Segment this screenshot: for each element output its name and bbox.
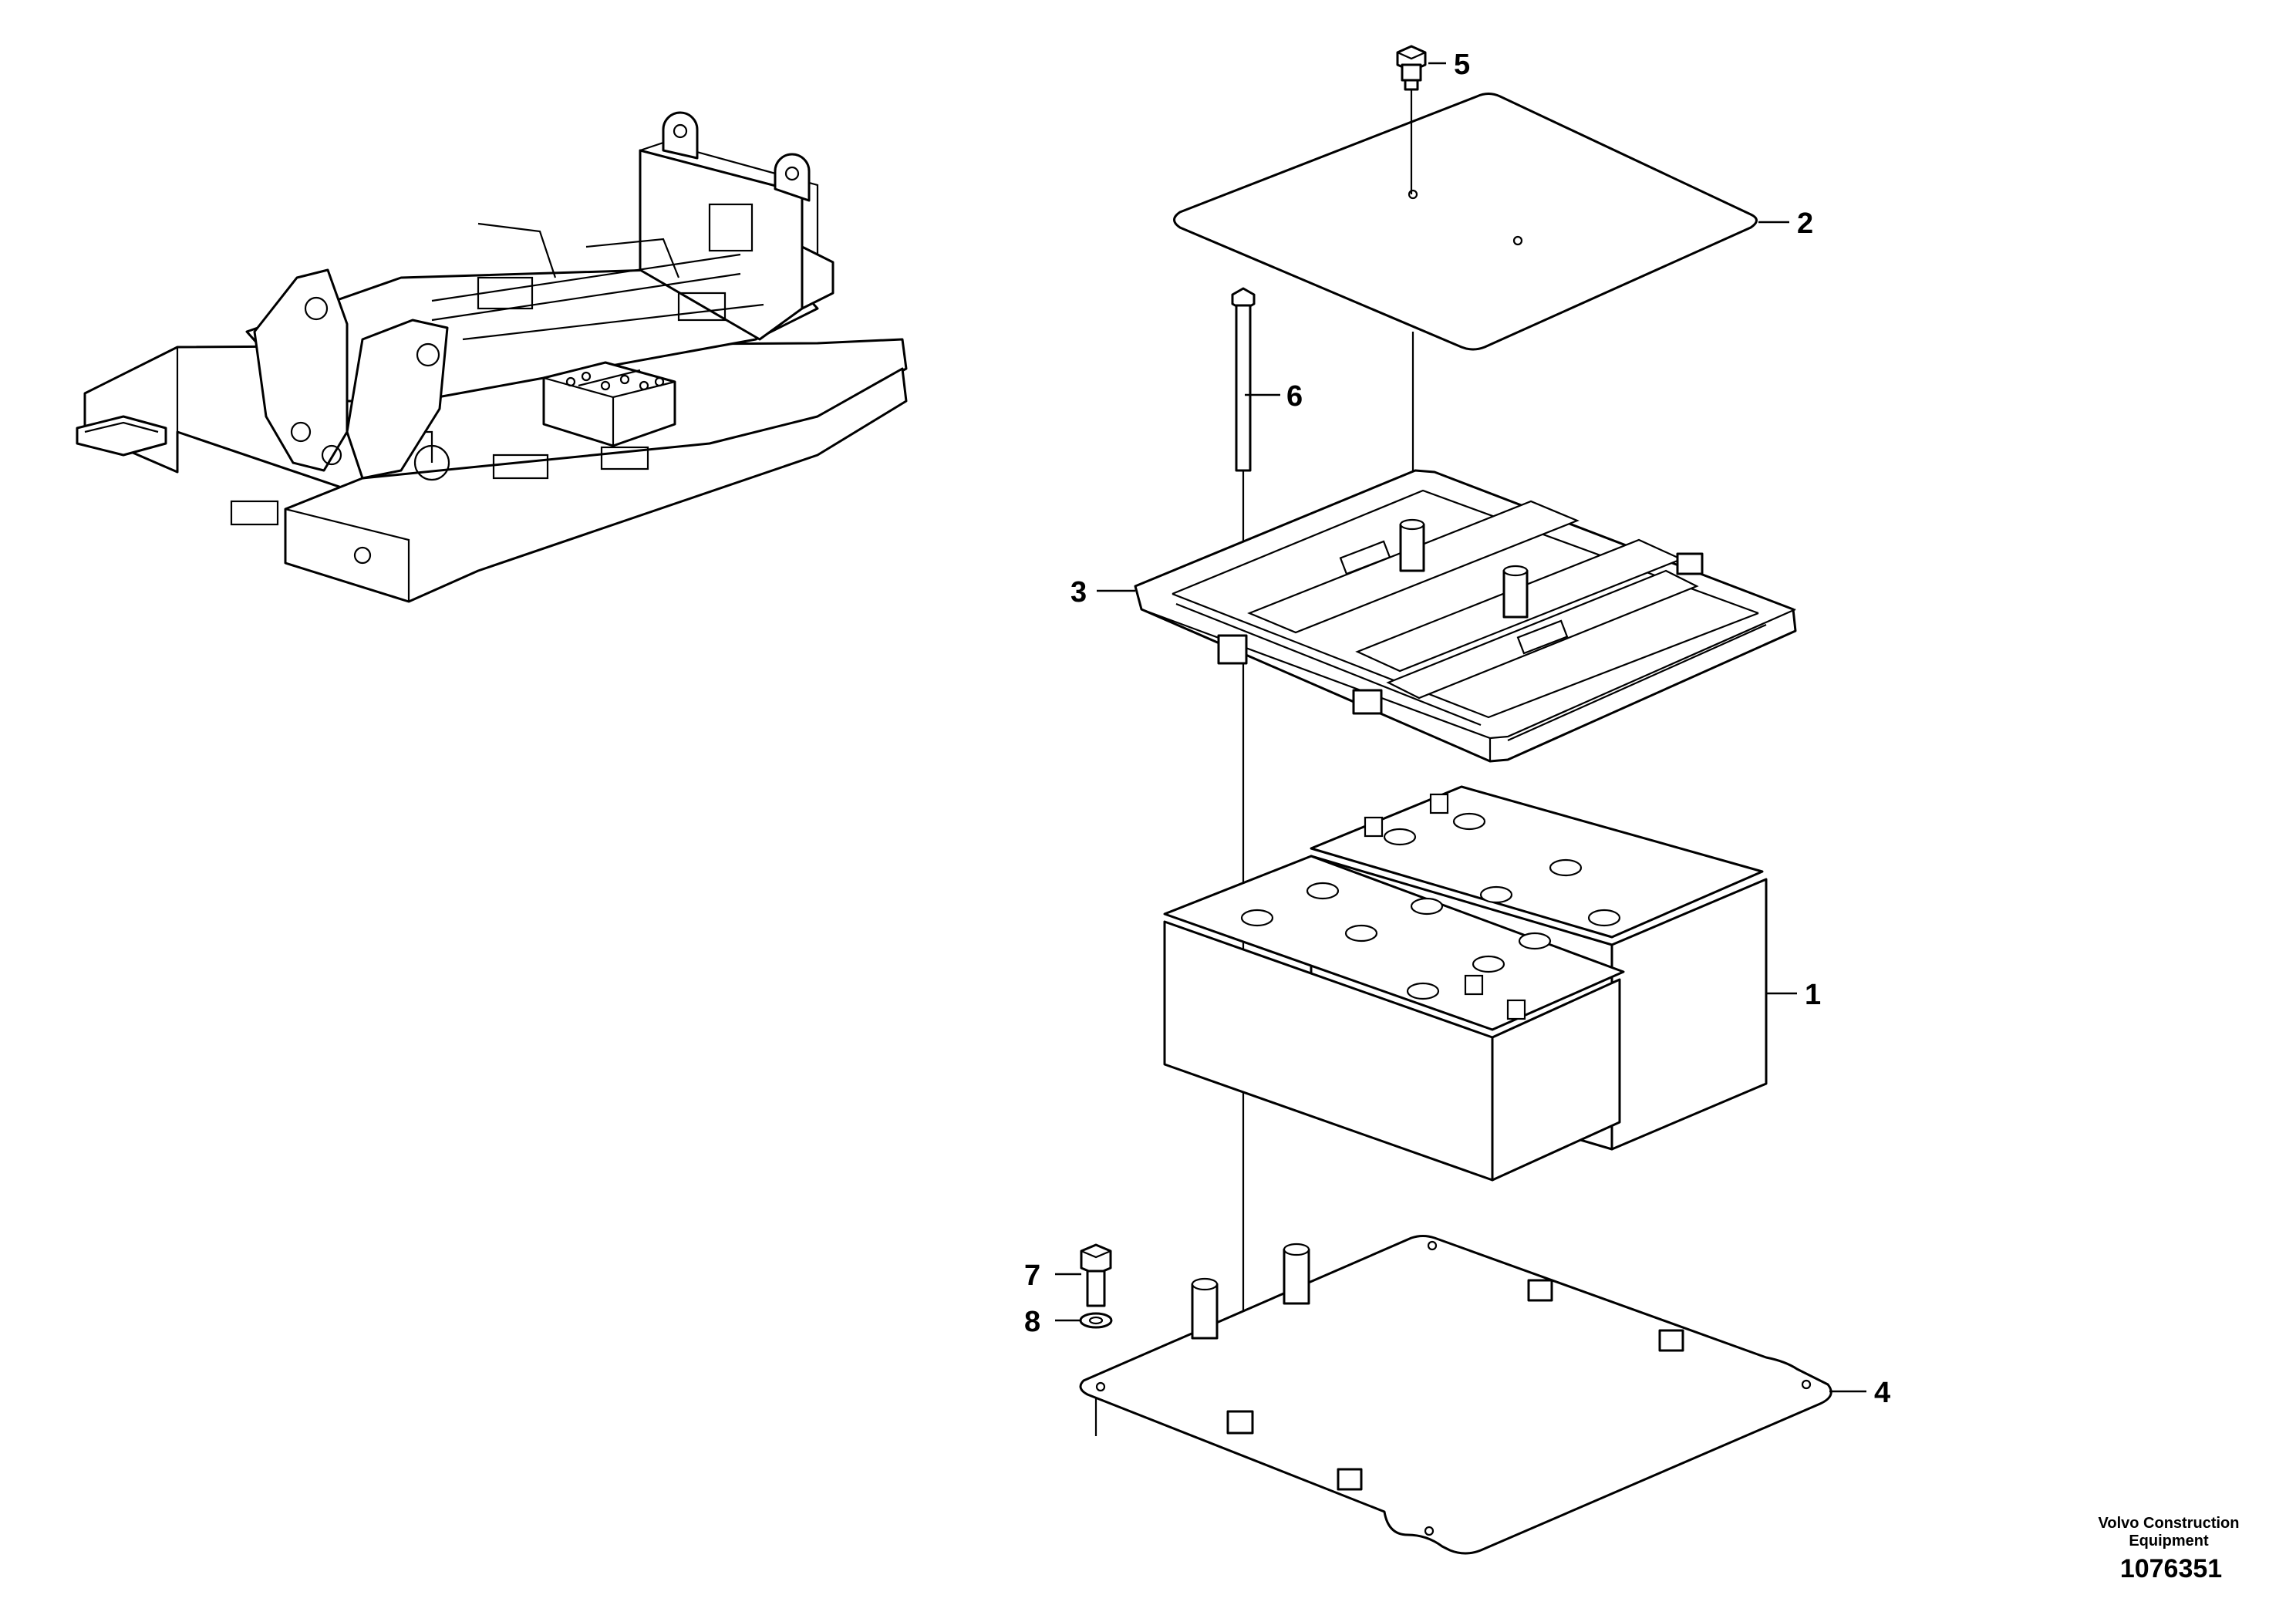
callout-8: 8 [1024, 1306, 1040, 1338]
part-8-washer [1079, 1312, 1113, 1329]
document-number: 1076351 [2120, 1554, 2222, 1583]
manufacturer-name: Volvo Construction [2099, 1515, 2240, 1532]
machine-frame-locator-view [76, 111, 908, 603]
callout-6: 6 [1286, 380, 1303, 413]
manufacturer-name-line2: Equipment [2129, 1533, 2209, 1549]
callout-1: 1 [1805, 979, 1821, 1011]
part-6-rod [1231, 287, 1256, 472]
callout-7: 7 [1024, 1259, 1040, 1292]
part-1-batteries [1163, 785, 1768, 1182]
callout-5: 5 [1454, 49, 1470, 81]
callout-2: 2 [1797, 207, 1813, 240]
callout-3: 3 [1070, 576, 1087, 609]
part-5-screw [1396, 45, 1427, 91]
callout-4: 4 [1874, 1377, 1890, 1409]
part-4-base-plate [1079, 1235, 1832, 1555]
part-7-bolt [1080, 1243, 1112, 1307]
part-2-cover-plate [1173, 93, 1758, 351]
part-3-hold-down-frame [1134, 469, 1797, 763]
